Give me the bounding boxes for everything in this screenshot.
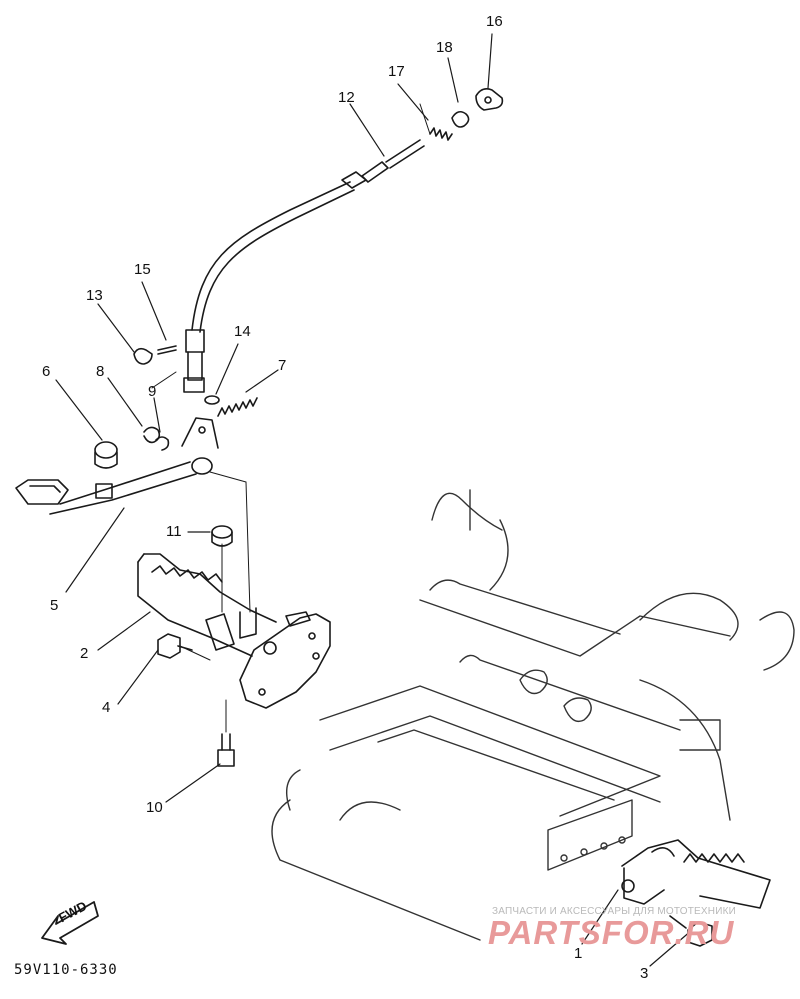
fwd-arrow-icon <box>41 901 99 945</box>
callout-5: 5 <box>50 597 59 614</box>
bolt-lower-drawing <box>217 733 235 767</box>
leader-lines <box>151 103 431 733</box>
callout-3: 3 <box>640 965 649 982</box>
brake-cable-drawing <box>183 139 425 393</box>
callout-12: 12 <box>338 89 355 106</box>
callout-13: 13 <box>86 287 103 304</box>
footrest-right-drawing <box>621 839 771 909</box>
brake-pedal-drawing <box>15 417 219 515</box>
callout-9: 9 <box>148 383 157 400</box>
callout-7: 7 <box>278 357 287 374</box>
bolt-drawing <box>157 633 193 659</box>
clevis-pin-drawing <box>133 345 177 365</box>
pedal-pad-drawing <box>94 441 118 469</box>
callout-18: 18 <box>436 39 453 56</box>
callout-17: 17 <box>388 63 405 80</box>
callout-4: 4 <box>102 699 111 716</box>
frame-drawing <box>271 489 795 941</box>
watermark-brand: PARTSFOR.RU <box>488 914 735 951</box>
callout-6: 6 <box>42 363 51 380</box>
callout-leaders <box>55 33 693 967</box>
callout-14: 14 <box>234 323 251 340</box>
callout-15: 15 <box>134 261 151 278</box>
circlip-drawing <box>143 426 170 451</box>
watermark-caption: ЗАПЧАСТИ И АКСЕССУАРЫ ДЛЯ МОТОТЕХНИКИ <box>492 906 737 917</box>
bolt-right-drawing <box>669 915 713 947</box>
adjuster-nut-drawing <box>475 88 504 111</box>
callout-10: 10 <box>146 799 163 816</box>
washer-drawing <box>204 395 220 405</box>
cable-cap-drawing <box>451 110 470 128</box>
callout-16: 16 <box>486 13 503 30</box>
return-spring-drawing <box>217 397 258 417</box>
spring-drawing <box>429 127 453 141</box>
callout-11: 11 <box>166 523 182 540</box>
callout-8: 8 <box>96 363 105 380</box>
callout-2: 2 <box>80 645 89 662</box>
collar-drawing <box>211 525 233 547</box>
callout-1: 1 <box>574 945 583 962</box>
footrest-left-drawing <box>137 553 331 709</box>
diagram-code: 59V110-6330 <box>14 962 118 978</box>
